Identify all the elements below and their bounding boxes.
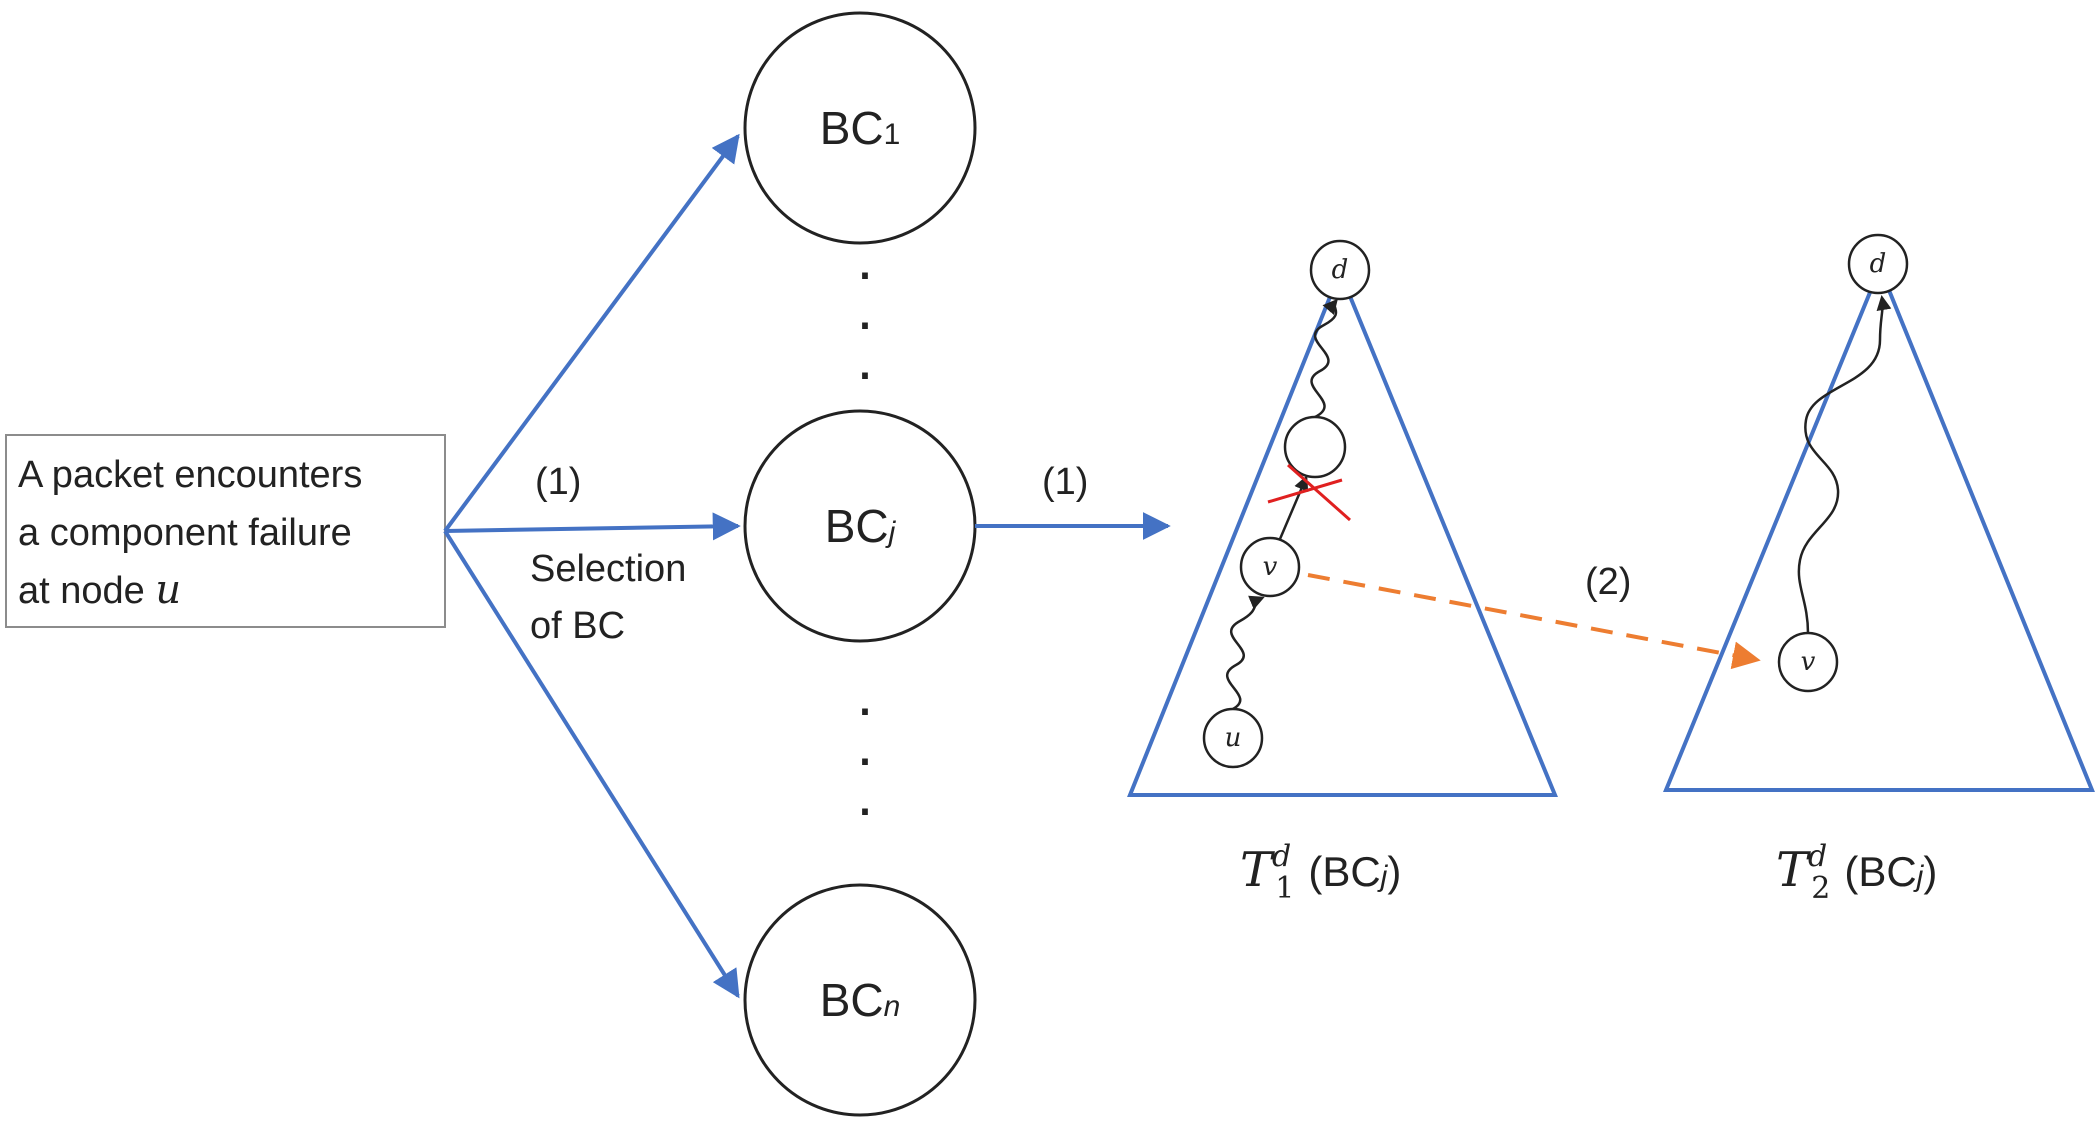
failure-cross-icon <box>1267 463 1351 522</box>
source-line-1: A packet encounters <box>18 454 362 496</box>
tree-1-path-u-to-v <box>1226 595 1265 711</box>
tree-2-path-v-to-d <box>1797 295 1892 634</box>
arrow-to-bc1 <box>443 133 740 533</box>
rerouting-arrow <box>1307 573 1761 670</box>
tree-1-node-u-label: u <box>1225 723 1242 753</box>
tree-2-triangle <box>1663 262 2095 792</box>
selection-label-line1: Selection <box>530 548 686 590</box>
step-2-label: (2) <box>1585 561 1631 603</box>
source-box-frame <box>5 434 446 628</box>
arrow-to-bcj <box>444 512 741 541</box>
tree-2-node-d <box>1847 233 1909 295</box>
source-line-2: a component failure <box>18 512 352 554</box>
selection-arrows <box>443 133 741 999</box>
tree-1-node-v-label: v <box>1263 552 1278 582</box>
bc-j: BCj <box>743 409 977 643</box>
bc-n: BCn <box>743 883 977 1117</box>
ellipsis-upper: · · · <box>855 238 875 405</box>
tree-1-node-v <box>1239 536 1301 598</box>
ellipsis-dot: · <box>855 674 875 741</box>
bc-j-label: BCj <box>825 500 897 552</box>
tree-1-path-to-d <box>1310 298 1338 419</box>
selection-label-line2: of BC <box>530 605 625 647</box>
tree-1-failed-link <box>1278 475 1309 540</box>
bc-1-circle <box>743 11 977 245</box>
step-1-label-right: (1) <box>1042 461 1088 503</box>
step-1-label-left: (1) <box>535 461 581 503</box>
tree-1-triangle <box>1127 266 1558 797</box>
ellipsis-dot: · <box>855 724 875 791</box>
ellipsis-dot: · <box>855 774 875 841</box>
tree-2-node-v-label: v <box>1801 647 1816 677</box>
ellipsis-dot: · <box>855 288 875 355</box>
bc-1: BC1 <box>743 11 977 245</box>
tree-1-node-d <box>1309 239 1371 301</box>
bc-n-circle <box>743 883 977 1117</box>
source-box: A packet encounters a component failure … <box>5 434 446 628</box>
ellipsis-lower: · · · <box>855 674 875 841</box>
tree-1-intermediate-node <box>1283 415 1347 479</box>
ellipsis-dot: · <box>855 238 875 305</box>
source-line-3: at node u <box>18 567 181 613</box>
tree-2-node-d-label: d <box>1870 249 1887 279</box>
tree-1-node-d-label: d <box>1332 255 1349 285</box>
bc-1-label: BC1 <box>820 102 901 154</box>
ellipsis-dot: · <box>855 338 875 405</box>
arrow-to-bcn <box>443 529 740 999</box>
bc-n-label: BCn <box>820 974 901 1026</box>
